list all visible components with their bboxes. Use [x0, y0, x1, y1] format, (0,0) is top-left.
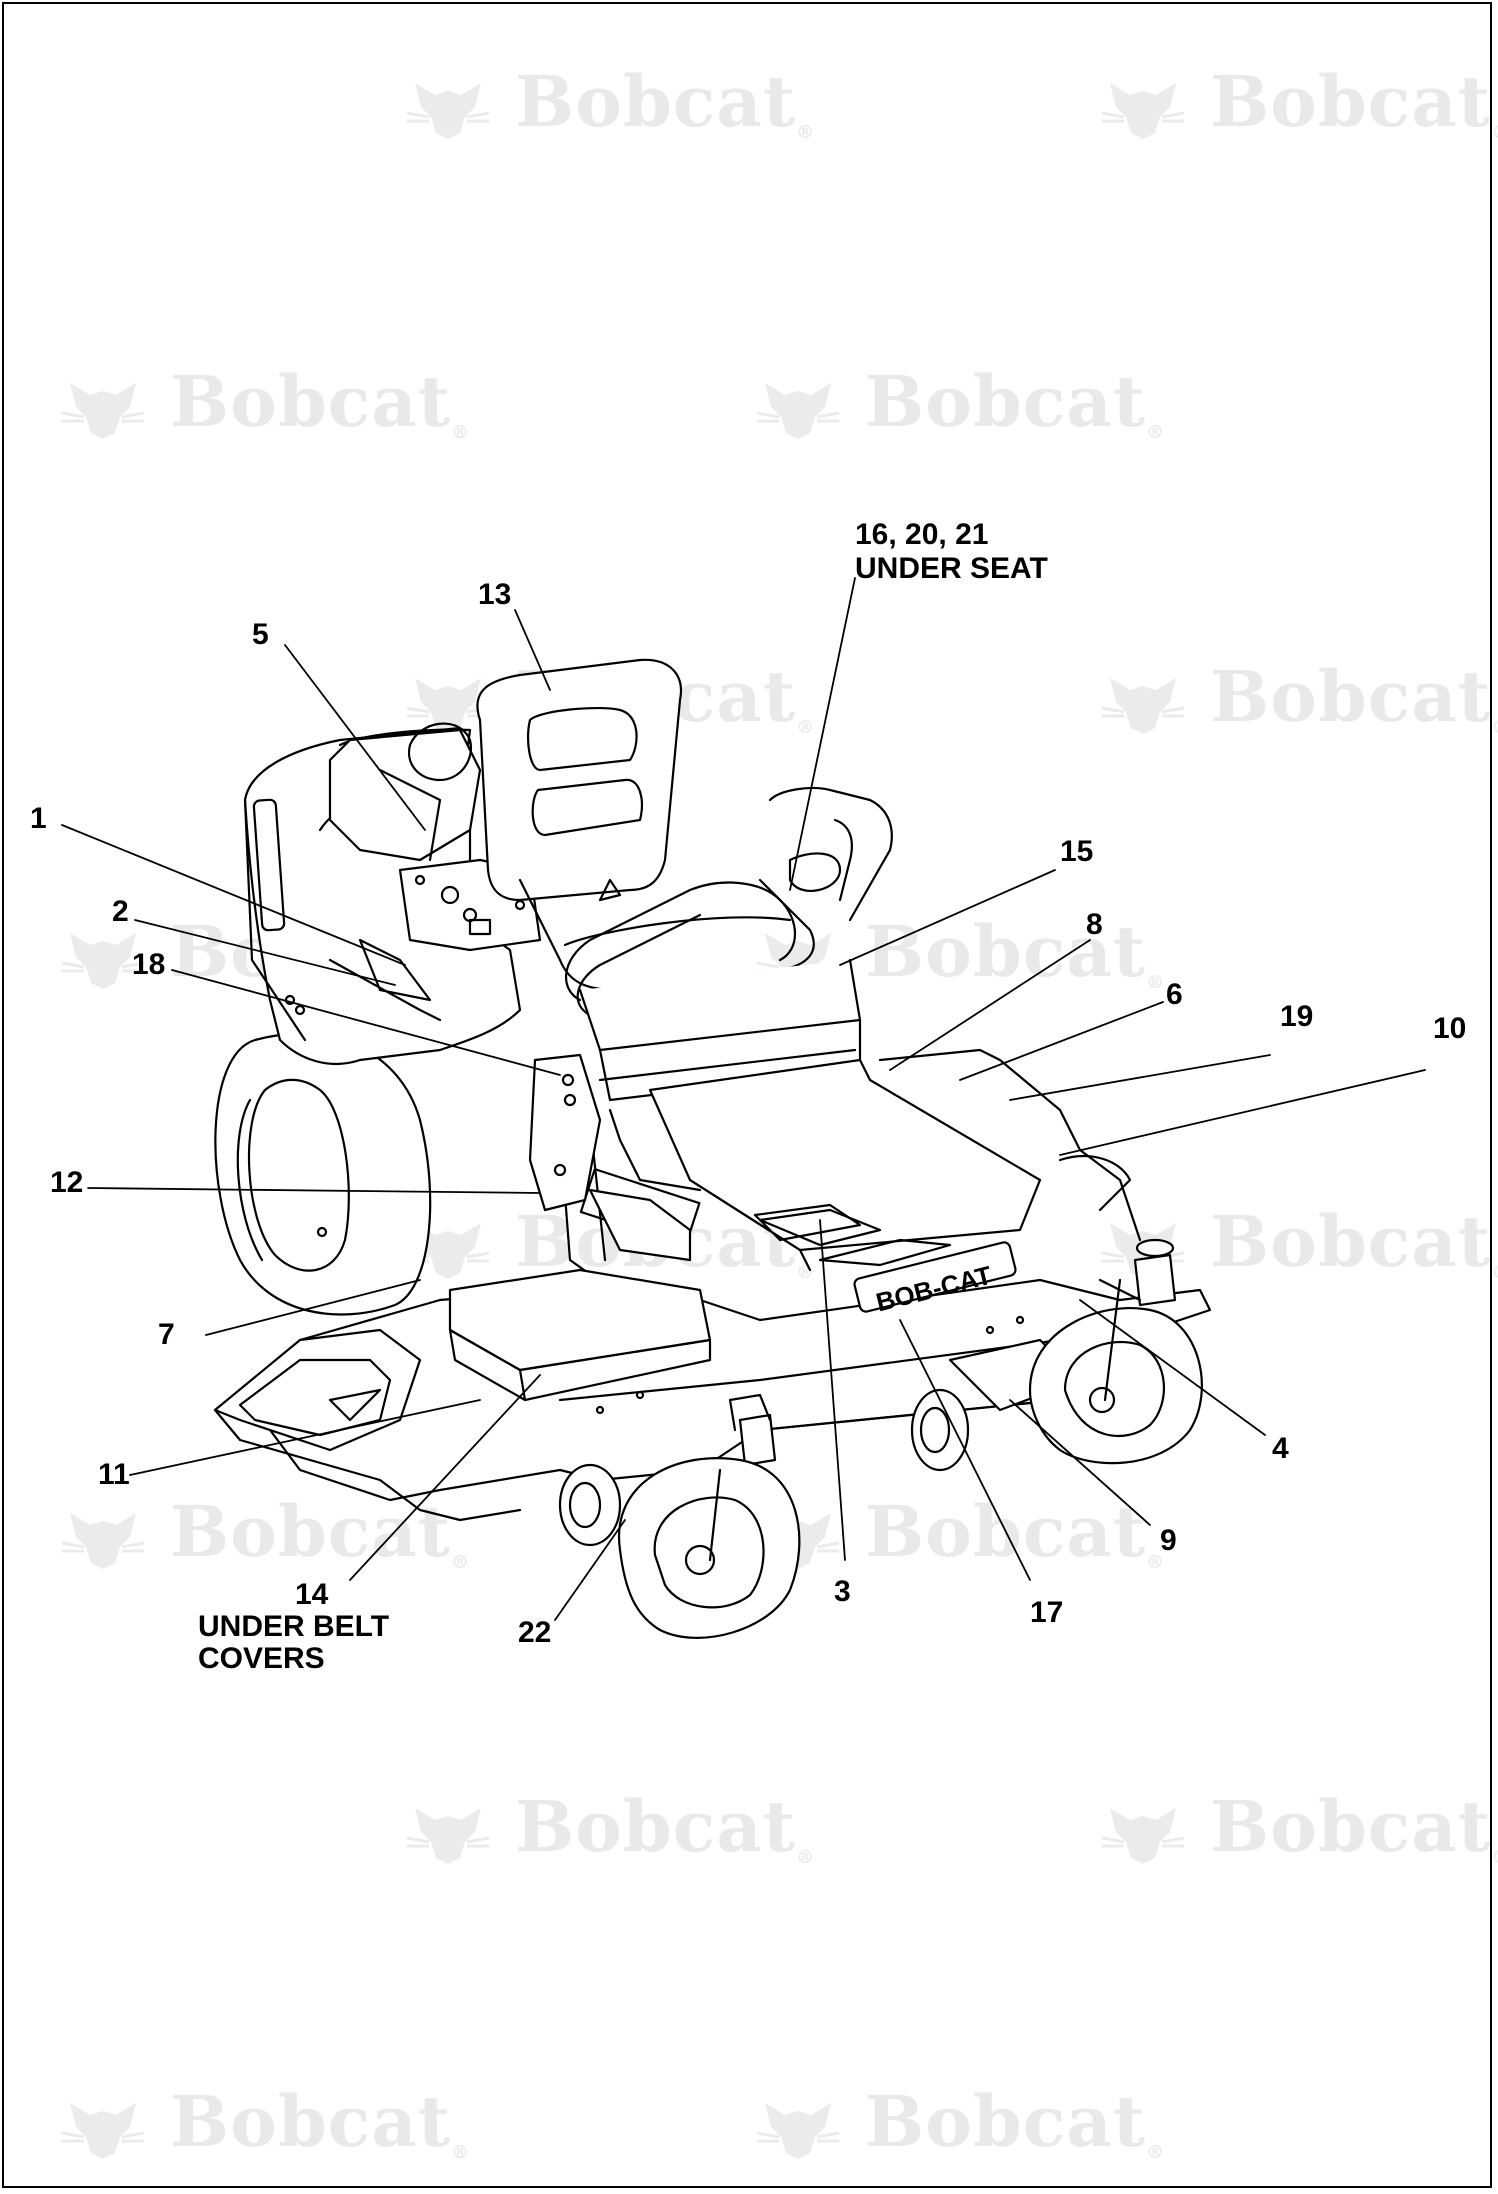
anti-scalp-wheels — [558, 1388, 970, 1547]
watermark: Bobcat® — [60, 2080, 470, 2163]
watermark-text: Bobcat — [515, 1785, 797, 1868]
watermark-registered-symbol: ® — [796, 1847, 816, 1868]
watermark-registered-symbol: ® — [451, 1552, 471, 1573]
watermark-registered-symbol: ® — [1491, 122, 1498, 143]
mower-deck: BOB-CAT — [213, 1208, 1212, 1522]
callout-2: 2 — [112, 895, 129, 928]
callout-3: 3 — [834, 1575, 851, 1608]
control-lever-assembly — [528, 1053, 692, 1262]
bobcat-watermark-icon — [406, 678, 490, 734]
bobcat-watermark-icon — [1101, 1808, 1185, 1864]
watermark-text: Bobcat — [170, 360, 452, 443]
watermark: Bobcat® — [755, 910, 1165, 993]
watermark-text: Bobcat — [1210, 1785, 1492, 1868]
callout-15: 15 — [1060, 835, 1094, 868]
watermark-text: Bobcat — [1210, 60, 1492, 143]
callout-8: 8 — [1086, 908, 1103, 941]
callout-7: 7 — [158, 1318, 175, 1351]
left-caster-wheel — [617, 1393, 801, 1639]
watermark: Bobcat® — [1100, 1785, 1498, 1868]
callout-14: 14 — [295, 1578, 329, 1611]
watermark: Bobcat® — [755, 2080, 1165, 2163]
callout-17: 17 — [1030, 1596, 1064, 1629]
callout-12: 12 — [50, 1166, 84, 1199]
callout-13: 13 — [478, 578, 512, 611]
watermark-registered-symbol: ® — [1491, 1847, 1498, 1868]
watermark-registered-symbol: ® — [451, 2142, 471, 2163]
rear-left-tire — [214, 1032, 432, 1316]
bobcat-watermark-icon — [61, 2103, 145, 2159]
watermark-registered-symbol: ® — [451, 422, 471, 443]
watermark-text: Bobcat — [1210, 655, 1492, 738]
leader-lines — [61, 577, 1426, 1621]
watermark: Bobcat® — [60, 1490, 470, 1573]
watermark: Bobcat® — [405, 1785, 815, 1868]
bobcat-watermark-icon — [756, 383, 840, 439]
bobcat-watermark-icon — [61, 933, 145, 989]
callout-18: 18 — [132, 948, 166, 981]
watermark: Bobcat® — [1100, 655, 1498, 738]
watermark-registered-symbol: ® — [1146, 972, 1166, 993]
watermark-text: Bobcat — [515, 60, 797, 143]
callout-6: 6 — [1166, 978, 1183, 1011]
watermark-registered-symbol: ® — [796, 717, 816, 738]
bobcat-watermark-icon — [61, 383, 145, 439]
bobcat-watermark-icon — [406, 83, 490, 139]
right-caster-wheel — [1028, 1238, 1203, 1465]
watermark-registered-symbol: ® — [1146, 422, 1166, 443]
watermark-text: Bobcat — [170, 1490, 452, 1573]
callout-10: 10 — [1433, 1012, 1467, 1045]
callout-14-line2: UNDER BELT — [198, 1610, 390, 1643]
watermark-text: Bobcat — [865, 910, 1147, 993]
watermark-registered-symbol: ® — [1491, 717, 1498, 738]
callout-1: 1 — [30, 802, 47, 835]
callout-5: 5 — [252, 618, 269, 651]
callout-11: 11 — [98, 1458, 130, 1491]
callout-16-line1: 16, 20, 21 — [855, 518, 989, 551]
watermark-registered-symbol: ® — [1146, 1552, 1166, 1573]
watermark-text: Bobcat — [1210, 1200, 1492, 1283]
bobcat-watermark-icon — [61, 1513, 145, 1569]
fuel-tank — [328, 722, 482, 862]
callout-19: 19 — [1280, 1000, 1314, 1033]
bobcat-watermark-icon — [1101, 678, 1185, 734]
watermark: Bobcat® — [1100, 60, 1498, 143]
callout-14-line3: COVERS — [198, 1642, 325, 1675]
callout-16-line2: UNDER SEAT — [855, 552, 1048, 585]
watermark: Bobcat® — [405, 60, 815, 143]
bobcat-watermark-icon — [1101, 83, 1185, 139]
watermark-registered-symbol: ® — [1146, 2142, 1166, 2163]
operator-floor — [558, 1048, 1142, 1312]
watermark-registered-symbol: ® — [1491, 1262, 1498, 1283]
watermark-registered-symbol: ® — [796, 122, 816, 143]
bobcat-watermark-icon — [406, 1808, 490, 1864]
seat — [476, 658, 893, 1102]
callout-4: 4 — [1272, 1432, 1289, 1465]
watermark-text: Bobcat — [170, 2080, 452, 2163]
watermark-text: Bobcat — [865, 360, 1147, 443]
bobcat-watermark-icon — [756, 2103, 840, 2159]
callout-22: 22 — [518, 1616, 552, 1649]
watermark: Bobcat® — [755, 360, 1165, 443]
watermark-text: Bobcat — [865, 2080, 1147, 2163]
callout-9: 9 — [1160, 1524, 1177, 1557]
watermark: Bobcat® — [60, 360, 470, 443]
